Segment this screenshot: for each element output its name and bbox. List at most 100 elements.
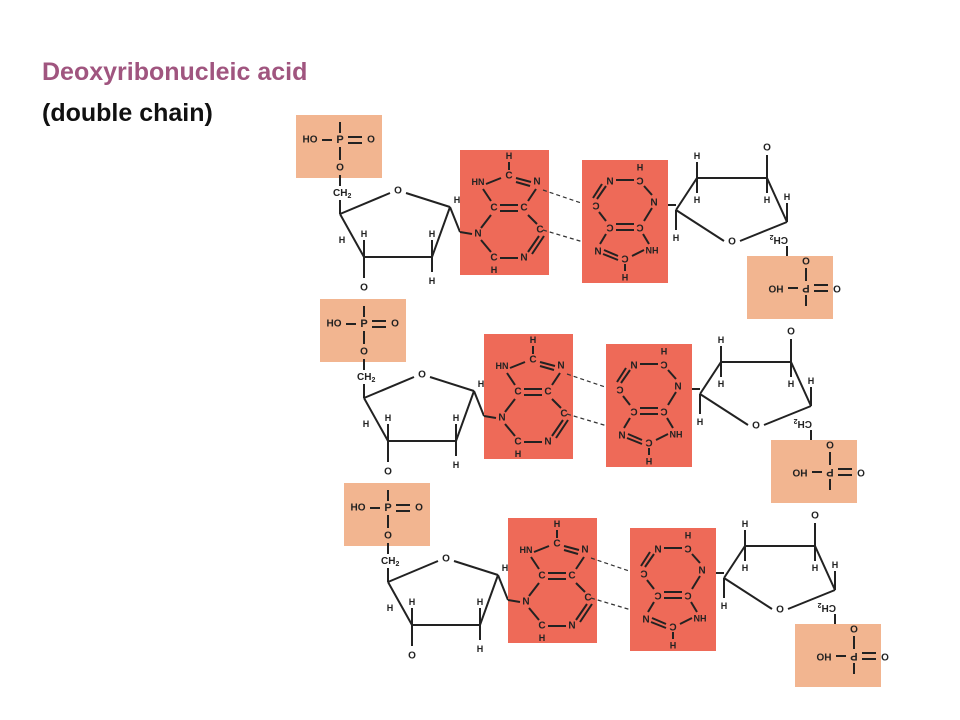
carbon-atom: C	[538, 621, 545, 632]
carbon-atom: C	[645, 437, 652, 448]
carbon-atom: C	[640, 568, 647, 579]
ch2-label: CH2	[770, 234, 788, 246]
slide-subtitle: (double chain)	[42, 99, 213, 127]
hydrogen-atom: H	[694, 151, 701, 161]
carbon-atom: C	[684, 590, 691, 601]
bond	[627, 433, 643, 441]
carbon-atom: C	[660, 359, 667, 370]
bond	[699, 361, 812, 407]
nitrogen-atom: N	[606, 175, 613, 186]
hydrogen-atom: H	[694, 195, 701, 205]
hydrogen-atom: H	[764, 195, 771, 205]
bond	[690, 601, 698, 613]
carbon-atom: C	[584, 593, 591, 604]
bond	[590, 597, 639, 613]
carbon-atom: C	[514, 437, 521, 448]
bond	[563, 549, 579, 555]
bond	[644, 553, 655, 568]
carbon-atom: C	[529, 355, 536, 366]
oxygen-atom: O	[391, 319, 399, 330]
bond	[623, 417, 631, 429]
nitrogen-atom: N	[650, 196, 657, 207]
carbon-atom: C	[544, 387, 551, 398]
bond	[763, 405, 812, 426]
hydrogen-atom: H	[477, 644, 484, 654]
hydrogen-atom: H	[622, 272, 629, 282]
hydroxyl-label: HO	[351, 503, 366, 514]
oxygen-atom: O	[336, 163, 344, 174]
hydrogen-atom: H	[646, 456, 653, 466]
bond	[667, 391, 677, 406]
oxygen-atom: O	[415, 503, 423, 514]
bond	[575, 556, 585, 570]
carbon-atom: C	[553, 539, 560, 550]
bond	[626, 437, 643, 445]
ch2-rotated: CH2	[818, 602, 836, 614]
bond	[542, 229, 591, 245]
ring-oxygen: O	[418, 370, 426, 381]
carbon-atom: C	[660, 406, 667, 417]
bond	[339, 206, 451, 258]
phosphorus-atom: P	[826, 466, 833, 478]
carbon-atom: C	[538, 571, 545, 582]
carbon-atom: C	[560, 409, 567, 420]
bond	[739, 221, 788, 242]
nitrogen-atom: N	[498, 413, 505, 424]
bond	[530, 556, 540, 570]
hydrogen-bonds	[542, 189, 591, 245]
hydrogen-atom: H	[478, 379, 485, 389]
hydrogen-atom: H	[788, 379, 795, 389]
carbon-atom: C	[636, 222, 643, 233]
bond	[539, 365, 555, 371]
carbon-atom: C	[636, 175, 643, 186]
ch2-label: CH2	[818, 602, 836, 614]
carbon-atom: C	[621, 253, 628, 264]
bond	[646, 579, 655, 590]
bond	[507, 599, 521, 603]
carbon-atom: C	[568, 571, 575, 582]
carbon-atom: C	[514, 387, 521, 398]
bond	[527, 188, 537, 202]
purine-base-box	[460, 150, 549, 275]
amine-label: HN	[646, 245, 659, 255]
bond	[551, 398, 562, 409]
hydrogen-atom: H	[718, 335, 725, 345]
nitrogen-atom: N	[568, 621, 575, 632]
oxygen-atom: O	[787, 327, 795, 338]
bond	[480, 239, 492, 253]
hydroxyl-label: HO	[327, 319, 342, 330]
nitrogen-atom: N	[594, 245, 601, 256]
hydrogen-atom: H	[670, 640, 677, 650]
hydroxyl-label: HO	[792, 467, 807, 478]
oxygen-atom: O	[384, 531, 392, 542]
hydrogen-atom: H	[685, 530, 692, 540]
oxygen-atom: O	[802, 255, 810, 266]
oxygen-atom: O	[384, 467, 392, 478]
hydrogen-atom: H	[721, 601, 728, 611]
bond	[579, 603, 593, 623]
carbon-atom: C	[684, 543, 691, 554]
ring-oxygen: O	[752, 421, 760, 432]
hydrogen-atom: H	[637, 162, 644, 172]
bond	[485, 177, 502, 185]
bond	[363, 376, 415, 399]
bond	[363, 390, 475, 442]
bond	[643, 185, 653, 196]
bond	[655, 433, 669, 441]
bond	[723, 545, 836, 591]
nitrogen-atom: N	[674, 380, 681, 391]
ch2-label: CH2	[357, 372, 375, 384]
hydrogen-atom: H	[530, 335, 537, 345]
hydrogen-atom: H	[697, 417, 704, 427]
